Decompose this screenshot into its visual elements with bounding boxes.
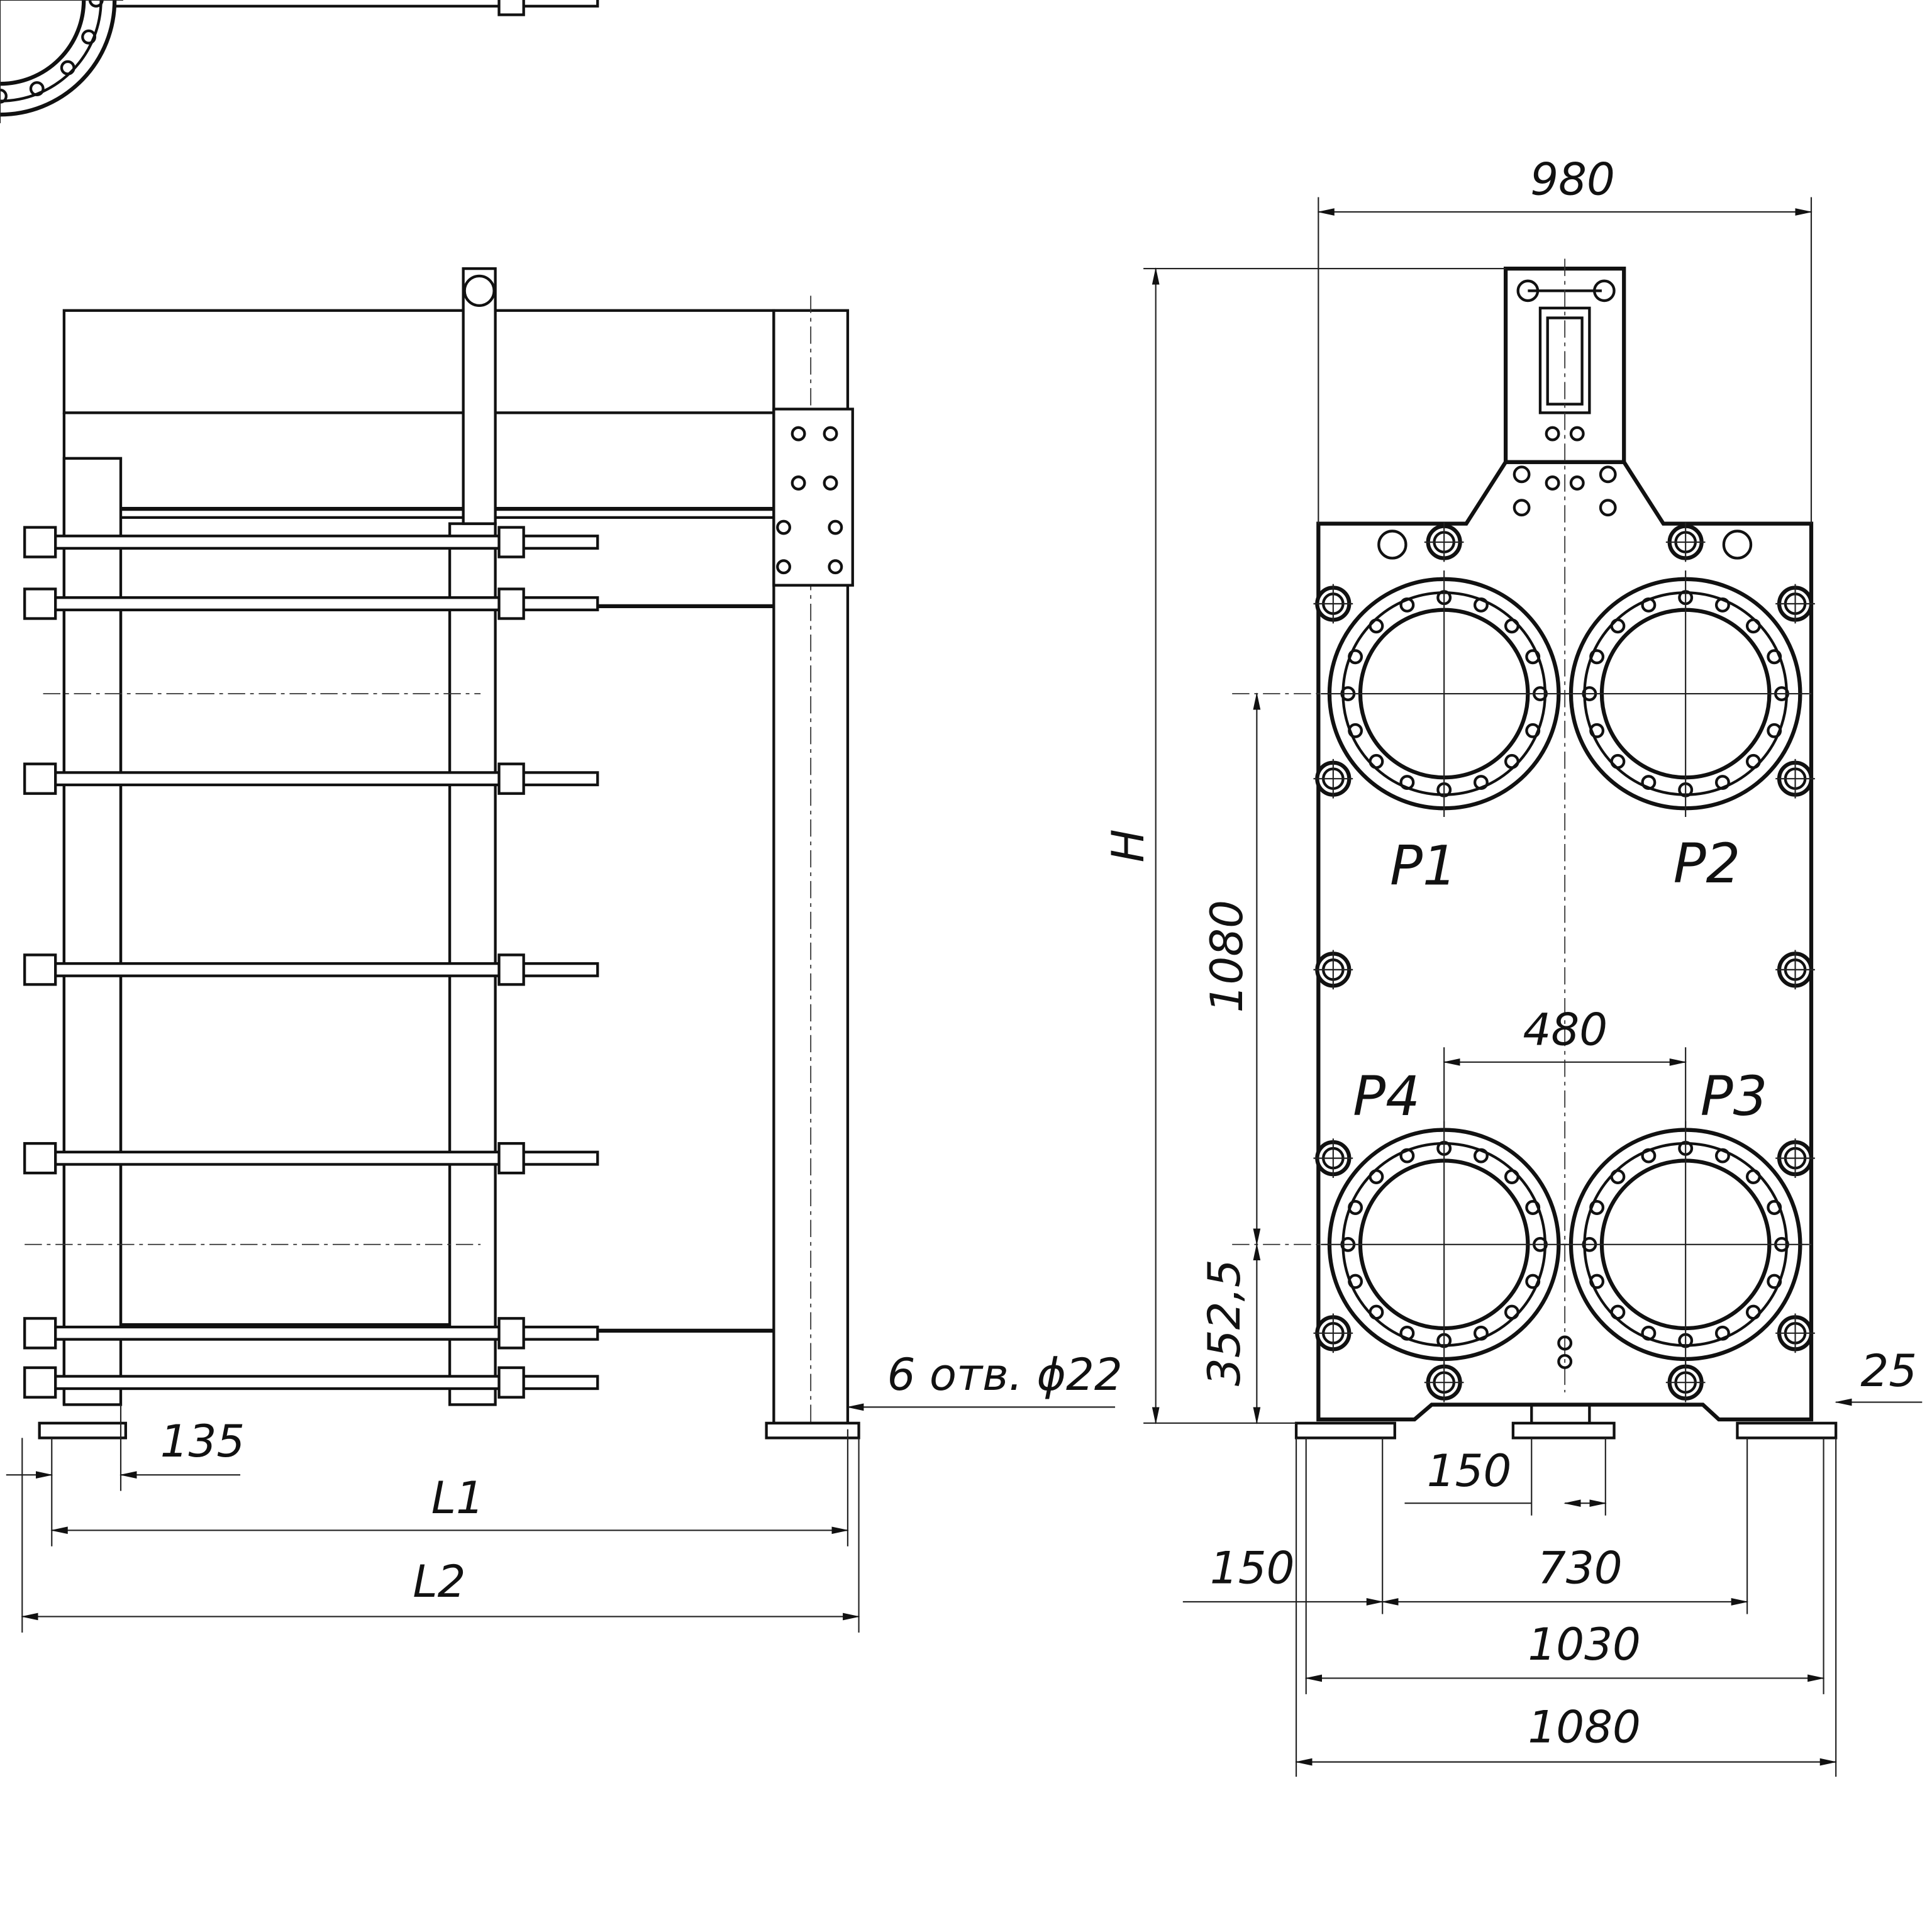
dim-150-center-label: 150	[1427, 1445, 1512, 1497]
lifting-arm	[462, 267, 497, 525]
dim-150-side-label: 150	[1210, 1543, 1295, 1594]
dim-480-label: 480	[1523, 1004, 1608, 1055]
dim-1080-vertical-label: 1080	[1201, 900, 1253, 1013]
foot	[1511, 1421, 1616, 1440]
port-label-P4: P4	[1353, 1065, 1420, 1128]
foot	[1294, 1421, 1396, 1440]
holes-note: 6 отв. ϕ22	[887, 1349, 1123, 1401]
top-guide-beam	[62, 309, 775, 414]
dim-L2-label: L2	[413, 1556, 465, 1607]
port-label-P3: P3	[1701, 1065, 1768, 1128]
port-label-P1: P1	[1390, 835, 1457, 898]
side-view: 135 L1 L2 6 отв. ϕ22	[6, 0, 1123, 1633]
dim-1030-label: 1030	[1528, 1619, 1640, 1670]
front-view: P1 P2 P3 P4 980 H 1080 352,5 480 25 150	[0, 0, 1923, 1777]
port-flange	[0, 0, 123, 123]
dim-352-5-label: 352,5	[1199, 1259, 1250, 1386]
dim-135-label: 135	[160, 1416, 245, 1467]
lug-bolts	[1513, 426, 1617, 517]
column-bracket	[772, 408, 854, 587]
bracket-bolts	[776, 426, 843, 575]
dim-25-label: 25	[1860, 1345, 1917, 1397]
dim-730-label: 730	[1538, 1543, 1623, 1594]
port-label-P2: P2	[1674, 833, 1741, 896]
dim-980-label: 980	[1530, 154, 1615, 206]
foot	[1736, 1421, 1838, 1440]
dim-L1-label: L1	[431, 1472, 484, 1524]
foot	[38, 1421, 127, 1440]
lifting-eye	[463, 274, 496, 308]
foot	[765, 1421, 860, 1440]
dim-H-label: H	[1102, 829, 1154, 862]
dim-1080-horizontal-label: 1080	[1528, 1701, 1640, 1753]
